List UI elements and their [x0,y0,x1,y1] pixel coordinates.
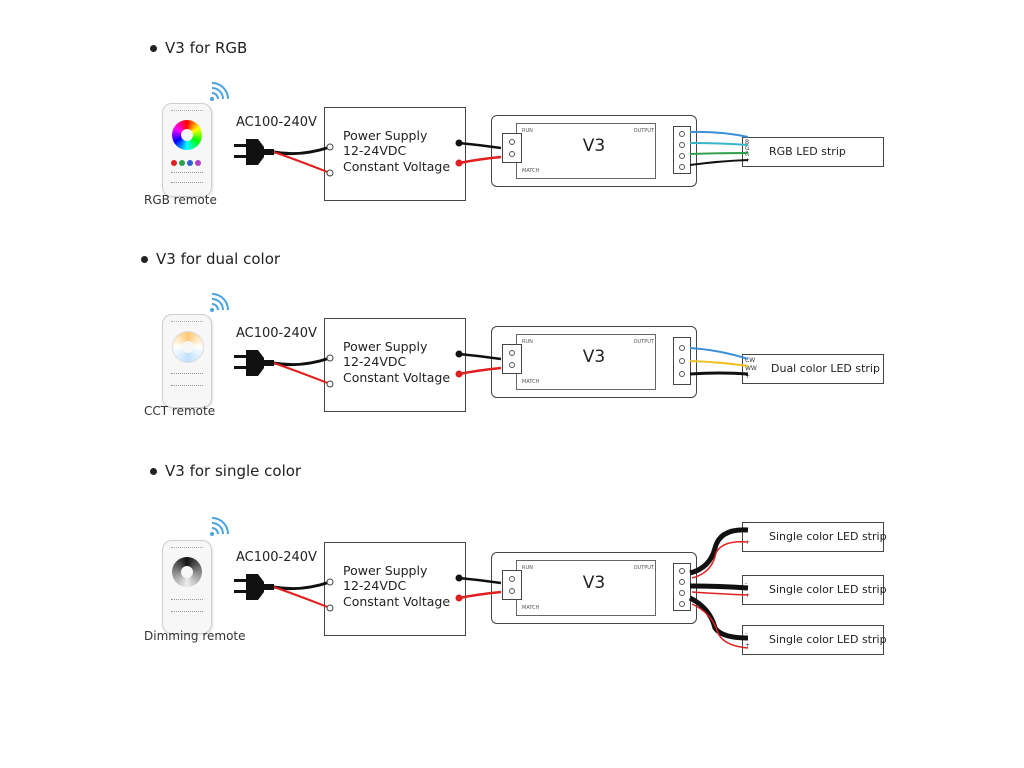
v3-controller: RUN MATCH V3 OUTPUT [491,552,697,624]
psu-mode: Constant Voltage [343,159,451,174]
rgb-color-wheel-icon [172,120,202,150]
ac-plug-icon [234,350,274,376]
strip-pin-label: B [745,139,750,146]
led-strip: Single color LED strip -+ [742,522,887,552]
psu-mode: Constant Voltage [343,594,451,609]
strip-pin-label: + [745,373,751,380]
remote-top-buttons [171,321,203,327]
output-label: OUTPUT [633,565,654,571]
psu-title: Power Supply [343,563,428,578]
led-strip-label: Single color LED strip [769,633,887,646]
cct-wheel-icon [172,331,204,363]
power-supply-box: Power Supply 12-24VDC Constant Voltage [324,107,466,201]
psu-title: Power Supply [343,339,428,354]
strip-pin-label: WW [745,365,757,372]
cct-remote [162,314,212,408]
ac-input-label: AC100-240V [236,115,317,130]
power-supply-box: Power Supply 12-24VDC Constant Voltage [324,318,466,412]
remote-label: Dimming remote [144,629,246,643]
strip-pin-label: CW [745,357,756,364]
match-label: MATCH [522,605,540,611]
section-rgb: V3 for RGB RGB remote AC100-240V Power S… [0,39,1024,255]
remote-top-buttons [171,547,203,553]
remote-button-row [171,599,203,605]
strip-pin-labels: -+ [745,628,759,652]
v3-controller: RUN MATCH V3 OUTPUT [491,115,697,187]
ac-plug-icon [234,139,274,165]
section-title-text: V3 for single color [165,462,302,480]
section-single-color: V3 for single color Dimming remote AC100… [0,462,1024,688]
output-terminal [673,126,691,174]
remote-button-row [171,611,203,617]
led-strip-label: RGB LED strip [769,145,846,158]
section-dual-color: V3 for dual color CCT remote AC100-240V … [0,250,1024,466]
wiring [273,347,749,388]
ac-input-label: AC100-240V [236,326,317,341]
wireless-signal-icon [210,82,229,101]
led-strip-label: Single color LED strip [769,583,887,596]
remote-label: CCT remote [144,404,216,418]
psu-mode: Constant Voltage [343,370,451,385]
psu-voltage: 12-24VDC [343,354,407,369]
remote-button-row [171,182,203,188]
psu-voltage: 12-24VDC [343,143,407,158]
strip-pin-label: - [745,630,748,637]
remote-label: RGB remote [144,193,217,207]
dimming-remote [162,540,212,634]
power-supply-box: Power Supply 12-24VDC Constant Voltage [324,542,466,636]
wireless-signal-icon [210,293,229,312]
controller-name: V3 [582,573,606,593]
led-strip: Single color LED strip -+ [742,575,887,605]
wiring [273,130,749,177]
psu-voltage: 12-24VDC [343,578,407,593]
psu-title: Power Supply [343,128,428,143]
wiring [273,527,749,649]
run-label: RUN [522,565,533,571]
rgb-remote [162,103,212,197]
controller-name: V3 [582,347,606,367]
output-label: OUTPUT [633,128,654,134]
remote-button-row [171,373,203,379]
strip-pin-label: G [745,145,750,152]
ac-input-label: AC100-240V [236,550,317,565]
remote-button-row [171,385,203,391]
led-strip-label: Single color LED strip [769,530,887,543]
remote-top-buttons [171,110,203,116]
input-terminal [502,570,522,600]
wireless-signal-icon [210,517,229,536]
section-title: V3 for RGB [150,39,247,57]
ac-plug-icon [234,574,274,600]
match-label: MATCH [522,168,540,174]
bullet-icon [150,45,157,52]
match-label: MATCH [522,379,540,385]
led-strip-label: Dual color LED strip [771,362,880,375]
input-terminal [502,344,522,374]
strip-pin-label: - [745,580,748,587]
strip-pin-label: + [745,642,751,649]
section-title-text: V3 for RGB [165,39,248,57]
input-terminal [502,133,522,163]
led-strip: Single color LED strip -+ [742,625,887,655]
strip-pin-label: R [745,151,750,158]
section-title-text: V3 for dual color [156,250,281,268]
output-label: OUTPUT [633,339,654,345]
remote-button-row [171,172,203,178]
controller-name: V3 [582,136,606,156]
section-title: V3 for single color [150,462,301,480]
run-label: RUN [522,128,533,134]
bullet-icon [150,468,157,475]
section-title: V3 for dual color [141,250,280,268]
bullet-icon [141,256,148,263]
dimming-wheel-icon [172,557,202,587]
run-label: RUN [522,339,533,345]
color-buttons [171,160,201,166]
